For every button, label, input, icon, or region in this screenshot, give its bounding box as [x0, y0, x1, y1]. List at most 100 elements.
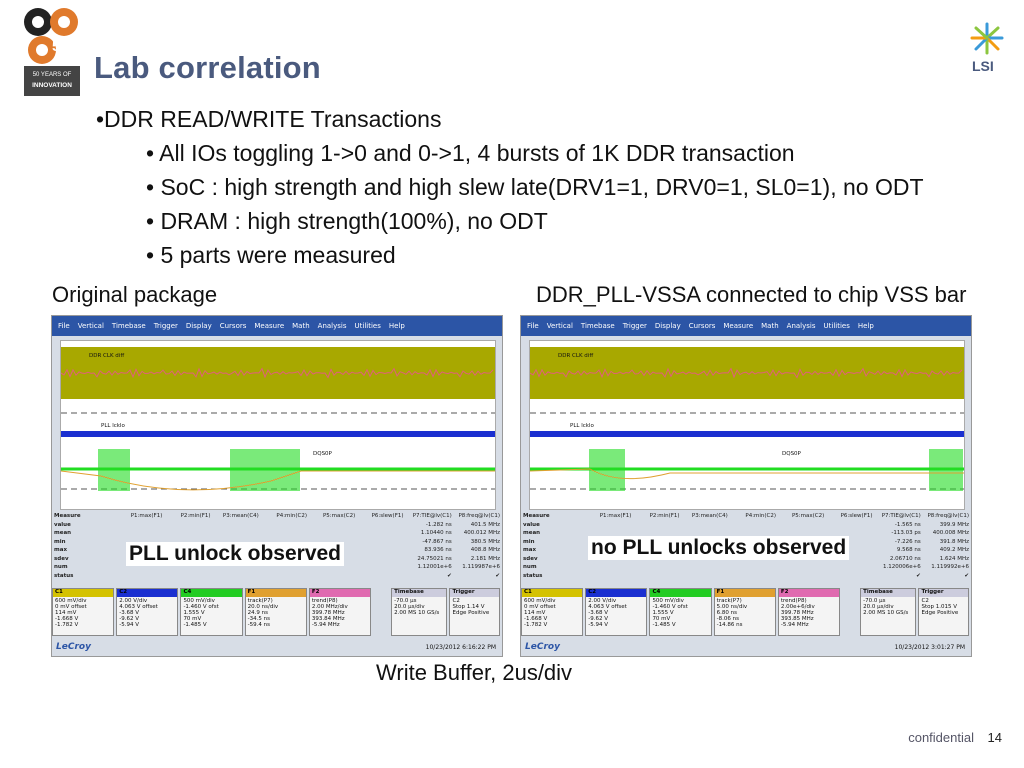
- measure-cell: max: [54, 547, 67, 554]
- logo-text-1: 50 YEARS OF: [32, 72, 72, 78]
- scope-menu-item[interactable]: Vertical: [77, 322, 104, 330]
- measure-header-cell: P7:TIE@lv(C1): [412, 513, 452, 520]
- scope-timestamp: 10/23/2012 6:16:22 PM: [425, 644, 496, 651]
- channel-scale: trend(P8): [311, 598, 338, 604]
- scope-menu-item[interactable]: Trigger: [153, 322, 178, 330]
- scope-timestamp: 10/23/2012 3:01:27 PM: [894, 644, 965, 651]
- scope-menu-item[interactable]: Help: [857, 322, 874, 330]
- measure-cell: 1.10440 ns: [420, 530, 452, 537]
- scope-menubar: File Vertical Timebase Trigger Display Cursor…: [521, 316, 971, 336]
- caption-right: DDR_PLL-VSSA connected to chip VSS bar: [536, 282, 967, 307]
- channel-val: 114 mV: [55, 610, 77, 616]
- scope-menu-item[interactable]: Timebase: [111, 322, 146, 330]
- scope-menu-item[interactable]: Measure: [723, 322, 754, 330]
- measure-row: status✔✔: [521, 572, 971, 581]
- measure-header-cell: Measure: [523, 513, 550, 520]
- dqs0p-bursts: [589, 449, 963, 491]
- measure-cell: 400.008 MHz: [932, 530, 969, 537]
- scope-menu-item[interactable]: Help: [388, 322, 405, 330]
- channel-offset: 0 mV offset: [55, 604, 87, 610]
- scope-menu-item[interactable]: Display: [654, 322, 681, 330]
- channel-val: 70 mV: [183, 616, 202, 622]
- scope-menu-item[interactable]: Utilities: [823, 322, 850, 330]
- trigger-label: Trigger: [919, 589, 969, 597]
- channel-val: 1.555 V: [183, 610, 205, 616]
- slide-title: Lab correlation: [94, 50, 321, 85]
- measure-cell: status: [54, 572, 74, 579]
- channel-val: 6.80 ns: [716, 610, 738, 616]
- channel-val: -1.668 V: [55, 616, 79, 622]
- measure-cell: 2.181 MHz: [470, 555, 500, 562]
- channel-scale: 600 mV/div: [524, 598, 556, 604]
- scope-menu-item[interactable]: Trigger: [622, 322, 647, 330]
- scope-menu-item[interactable]: Analysis: [786, 322, 816, 330]
- measure-cell: 408.8 MHz: [470, 547, 500, 554]
- dqs0p-bursts: [98, 449, 300, 491]
- scope-menu-item[interactable]: Analysis: [317, 322, 347, 330]
- scope-menu-item[interactable]: Utilities: [354, 322, 381, 330]
- measure-header-cell: P6:slew(F1): [840, 513, 873, 520]
- measure-header-cell: P2:min(F1): [180, 513, 211, 520]
- scope-menubar: File Vertical Timebase Trigger Display Cursor…: [52, 316, 502, 336]
- scope-menu-item[interactable]: Vertical: [546, 322, 573, 330]
- scope-menu-item[interactable]: Cursors: [219, 322, 247, 330]
- channel-val: -1.485 V: [183, 622, 207, 628]
- channel-scale: trend(P8): [780, 598, 807, 604]
- measure-cell: 1.120006e+6: [883, 564, 921, 571]
- channel-offset: 2.00 MHz/div: [311, 604, 348, 610]
- measure-cell: 409.2 MHz: [939, 547, 969, 554]
- scope-menu-item[interactable]: Math: [761, 322, 779, 330]
- lsi-text: LSI: [972, 58, 994, 74]
- scope-menu-item[interactable]: Cursors: [688, 322, 716, 330]
- channel-offset: 4.063 V offset: [588, 604, 627, 610]
- bullet-sub-2: • SoC : high strength and high slew late…: [146, 174, 924, 200]
- bullet-main: •DDR READ/WRITE Transactions: [96, 106, 442, 132]
- timebase-label: Timebase: [392, 589, 447, 597]
- channel-offset: 0 mV offset: [524, 604, 556, 610]
- scope-menu-item[interactable]: Measure: [254, 322, 285, 330]
- channel-val: -1.782 V: [55, 622, 79, 628]
- measure-header-cell: P1:max(F1): [130, 513, 163, 520]
- channel-val: 24.9 ns: [247, 610, 269, 616]
- channel-val: 393.84 MHz: [311, 616, 345, 622]
- scope-menu-item[interactable]: Timebase: [580, 322, 615, 330]
- label-ddr-clk: DDR CLK diff: [558, 353, 594, 359]
- freq-trend-trace: [530, 468, 964, 480]
- channel-name: F2: [778, 589, 840, 597]
- measure-header-cell: P5:max(C2): [791, 513, 825, 520]
- overlay-right: no PLL unlocks observed: [588, 536, 850, 560]
- measure-cell: num: [54, 564, 68, 571]
- measure-header-cell: P3:mean(C4): [222, 513, 259, 520]
- scope-menu-item[interactable]: File: [58, 322, 70, 330]
- measure-cell: max: [523, 547, 536, 554]
- channel-val: 114 mV: [524, 610, 546, 616]
- trigger-level: Stop 1.14 V: [452, 604, 485, 610]
- scope-menu-item[interactable]: Display: [185, 322, 212, 330]
- measure-cell: sdev: [523, 555, 538, 562]
- scope-menu-item[interactable]: File: [527, 322, 539, 330]
- ddr-clk-trace: [530, 367, 963, 379]
- channel-scale: 500 mV/div: [652, 598, 684, 604]
- scope-menu-item[interactable]: Math: [292, 322, 310, 330]
- lsi-logo: LSI: [962, 18, 1012, 78]
- channel-scale: track(P7): [716, 598, 742, 604]
